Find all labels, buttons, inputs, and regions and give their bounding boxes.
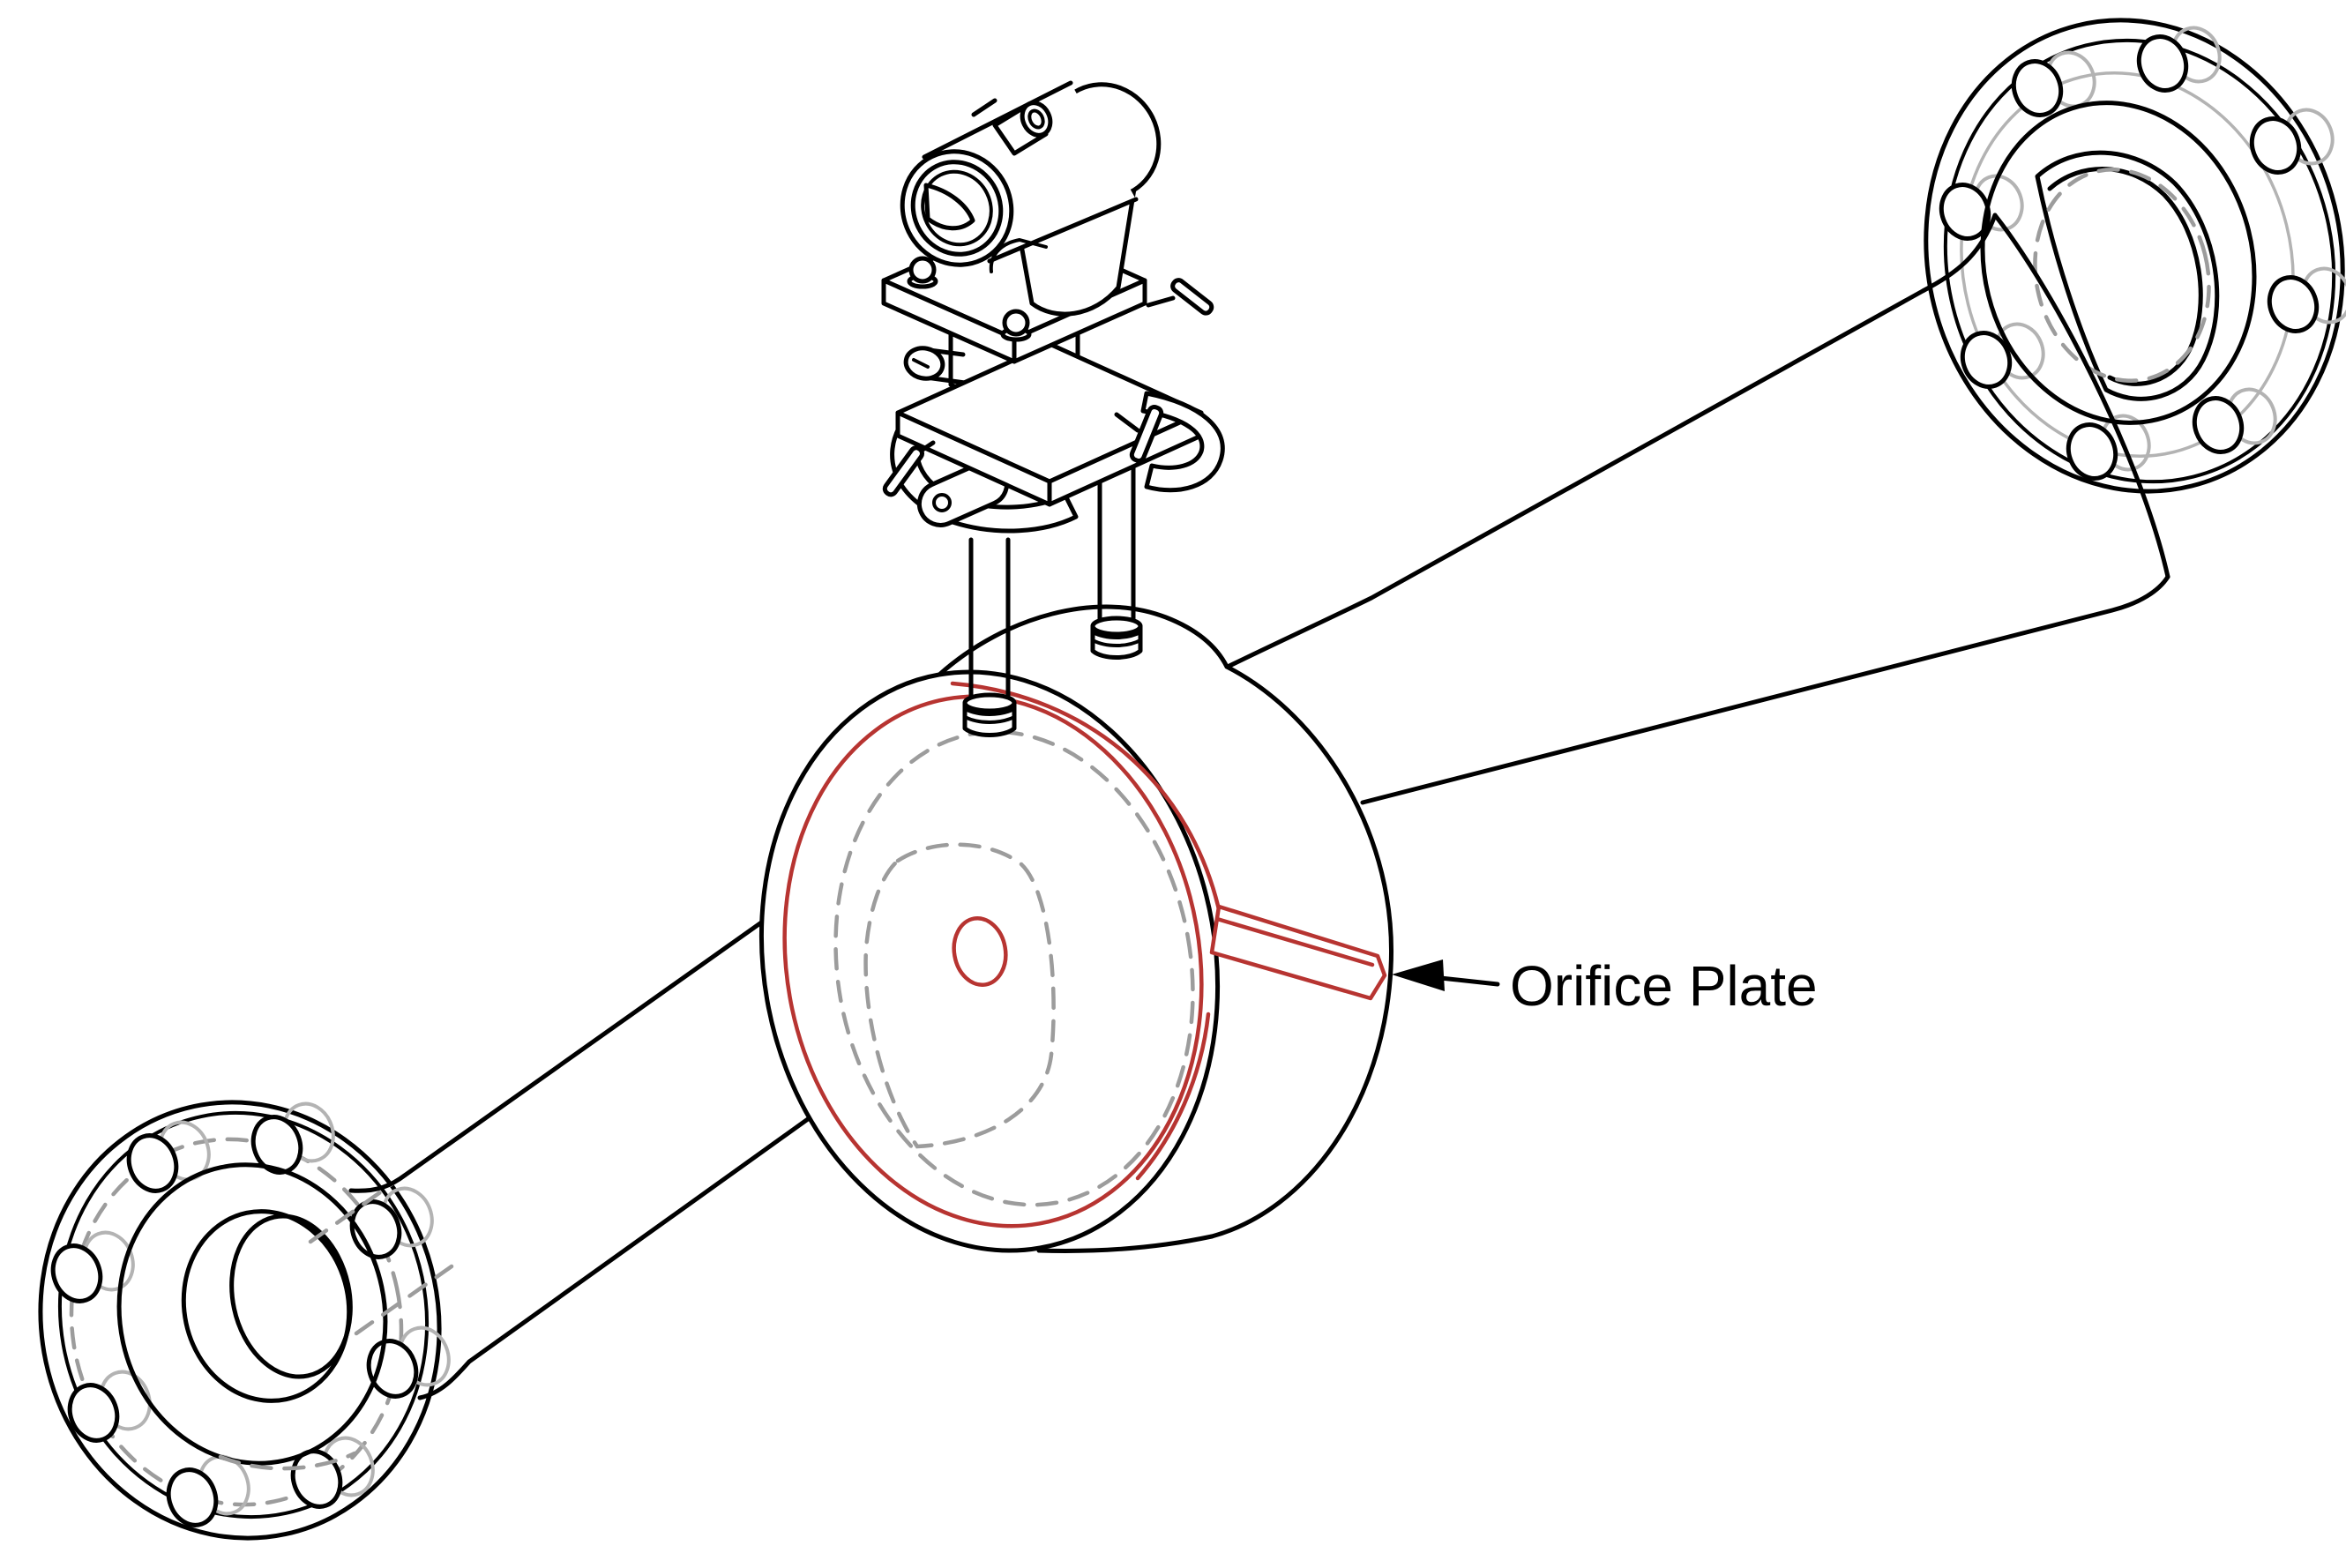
coupling-thread [963,707,1016,716]
display-ring [921,169,993,247]
housing-bottom-edge [987,197,1139,264]
internal-passage-hidden [863,842,1056,1149]
vent-pin-handle [1146,278,1214,316]
housing-seam-tick [971,98,997,117]
pipe-upstream [348,903,863,1400]
coupling-top [962,692,1017,713]
valve-lever [882,440,936,497]
flange-downstream [1924,18,2346,494]
coupling-thread [1091,631,1142,639]
display-window [923,183,975,231]
pipe-bottom-line [1360,574,2170,805]
back-face-edge [1960,71,2295,458]
flange-bore [181,1209,352,1403]
hidden-line [308,1179,398,1244]
coupling-thread [1091,638,1142,647]
handle-tab-edge [1214,916,1375,967]
flange-bore [2035,150,2220,401]
plate-thickness-edge [1135,1012,1211,1181]
flange-upstream [38,1100,454,1541]
body-rear-rim [1209,664,1394,1239]
bore-hidden [2033,168,2211,383]
pipe-downstream [1223,213,2170,805]
raised-face-ring [116,1162,388,1466]
bolt-holes [1939,34,2320,481]
orifice-plate-outline [782,694,1204,1228]
raised-face-ring [1980,101,2257,425]
pipe-top-line [348,903,788,1193]
orifice-flange-union [758,604,1394,1253]
annotation-label: Orifice Plate [1510,954,1818,1018]
body-bottom-edge [1036,1234,1214,1253]
conduit-port [992,101,1053,156]
flange-back-rim [1943,38,2336,484]
body-top-edge [937,604,1229,677]
arrow-head-icon [1392,959,1445,991]
pipe-top-line [1223,213,1998,670]
neck-parting-line [989,238,1048,273]
face-bezel [910,160,1004,257]
hidden-line [218,1451,357,1471]
bolt-circle-hidden [69,1137,404,1507]
hidden-line [354,1264,454,1336]
pipe-bottom-line [417,1079,863,1400]
valve-t-handle [1114,405,1164,463]
pipe-end-in-bore [229,1213,353,1379]
coupling-top [1090,616,1143,637]
adapter-port [932,493,952,512]
orifice-bore [952,915,1008,988]
annotation: Orifice Plate [1392,954,1818,1018]
pipe-end-opening [1992,213,2170,579]
u-bolt-strap [1140,391,1225,493]
pressure-transmitter [900,80,1162,273]
valve-knob [903,346,968,385]
housing-top-edge [922,80,1073,160]
flange-back-rim [57,1110,430,1519]
coupling-thread [963,715,1016,724]
transmitter-assembly [881,80,1225,534]
transmitter-neck [1019,186,1137,317]
impulse-tubes [962,452,1143,737]
